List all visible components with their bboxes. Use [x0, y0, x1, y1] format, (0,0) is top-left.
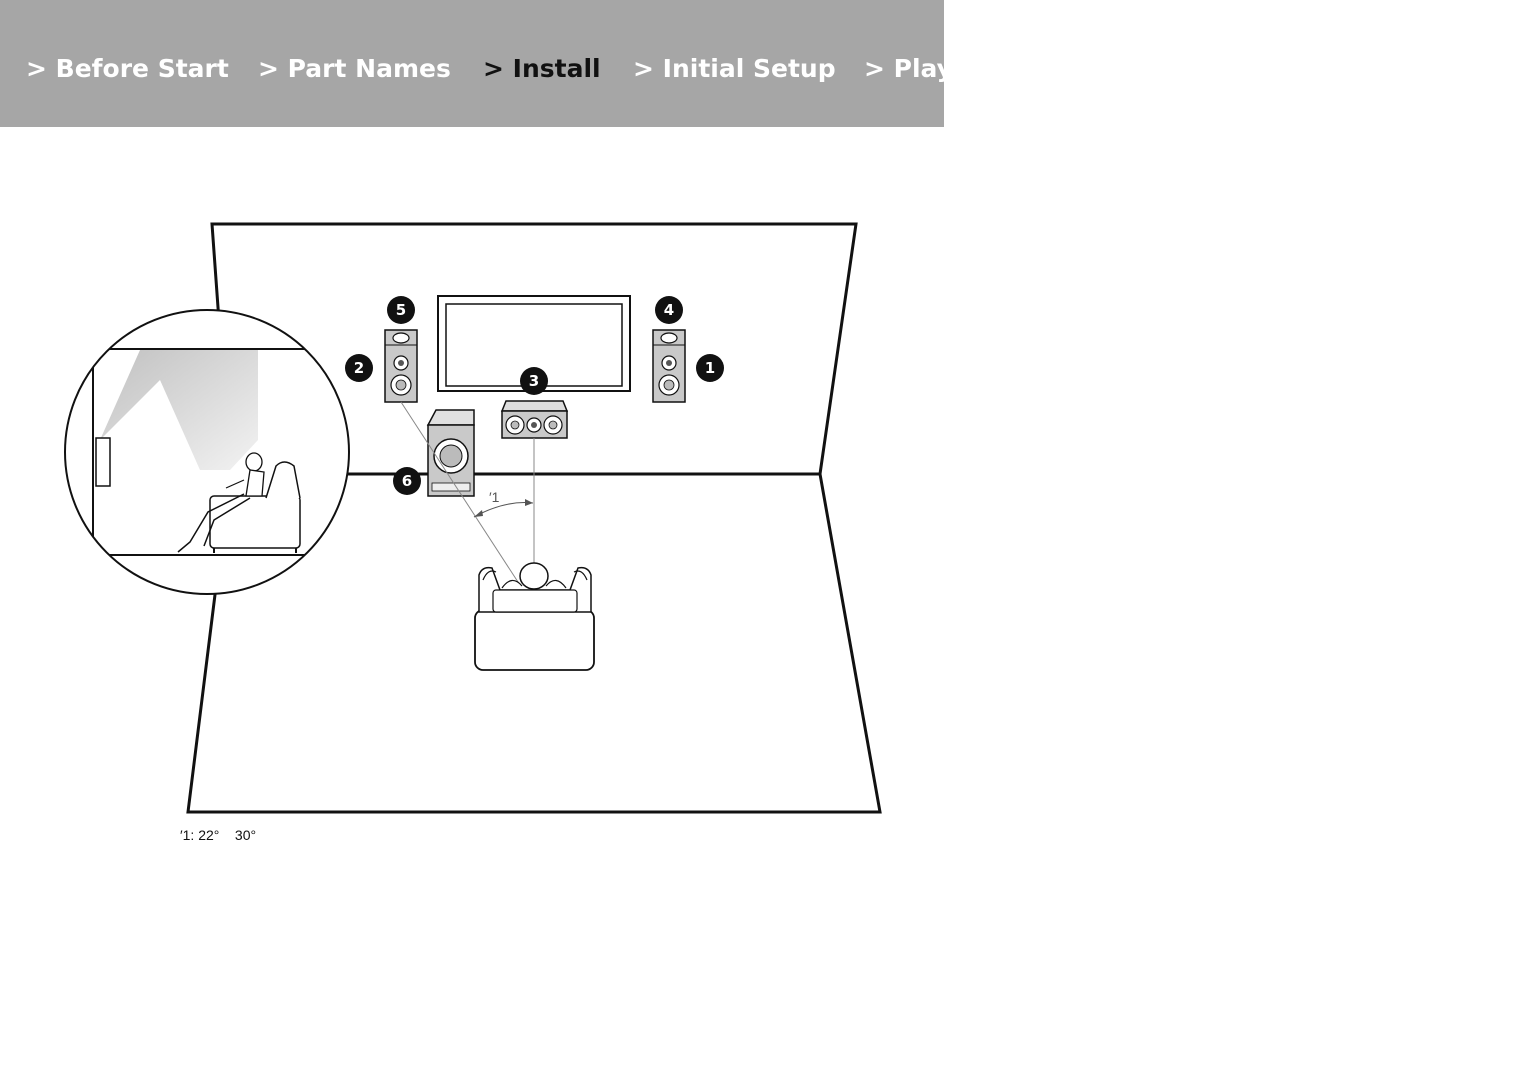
subwoofer-icon	[426, 409, 475, 497]
listener-sofa-icon	[474, 562, 595, 671]
badge-subwoofer: 6	[393, 467, 421, 495]
center-speaker-icon	[500, 400, 569, 439]
nav-link-before-start[interactable]: > Before Start	[26, 54, 229, 83]
svg-text:2: 2	[354, 359, 364, 377]
top-navigation-bar: > Before Start > Part Names > Install > …	[0, 0, 944, 127]
badge-front-left: 2	[345, 354, 373, 382]
badge-height-right: 4	[655, 296, 683, 324]
badge-front-right: 1	[696, 354, 724, 382]
svg-text:5: 5	[396, 301, 406, 319]
nav-link-play[interactable]: > Play	[864, 54, 944, 83]
nav-link-install[interactable]: > Install	[483, 54, 601, 83]
front-left-speaker-icon	[384, 329, 418, 403]
badge-center: 3	[520, 367, 548, 395]
front-right-speaker-icon	[652, 329, 686, 403]
svg-text:6: 6	[402, 472, 412, 490]
svg-text:3: 3	[529, 372, 539, 390]
nav-link-part-names[interactable]: > Part Names	[258, 54, 451, 83]
angle-footnote: ′1: 22° 30°	[180, 827, 257, 843]
nav-link-initial-setup[interactable]: > Initial Setup	[633, 54, 836, 83]
svg-text:4: 4	[664, 301, 674, 319]
listening-angle-lines: ′1	[400, 401, 535, 583]
svg-text:1: 1	[705, 359, 715, 377]
side-view-inset	[64, 309, 350, 595]
angle-marker-label: ′1	[489, 489, 500, 505]
badge-height-left: 5	[387, 296, 415, 324]
